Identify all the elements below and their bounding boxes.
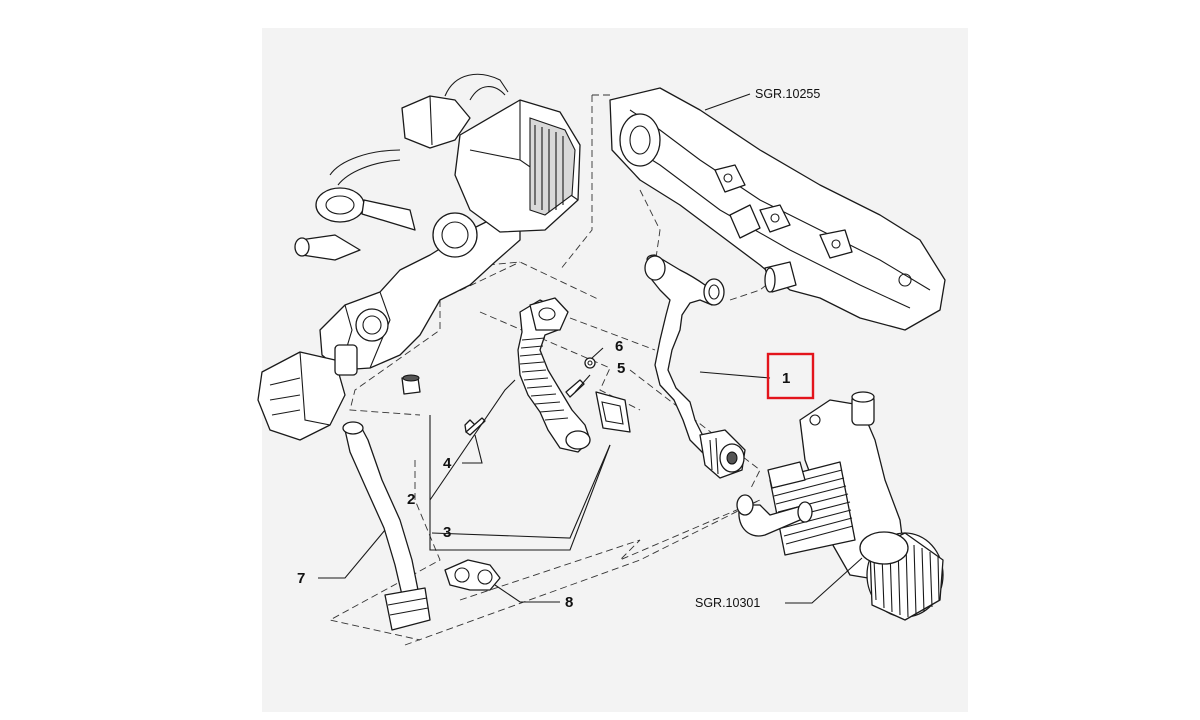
part-4-bolt — [464, 417, 486, 436]
callout-5: 5 — [617, 360, 625, 377]
part-8-clip — [444, 559, 501, 591]
callout-3: 3 — [443, 524, 451, 541]
egr-module-assembly — [257, 73, 581, 441]
callout-labels: 1 2 3 4 5 6 7 8 SGR.10255 SGR.10301 — [297, 87, 820, 611]
highlight-box-callout-1 — [766, 352, 815, 400]
callout-1: 1 — [782, 370, 790, 387]
intake-manifold — [609, 87, 946, 331]
callout-8: 8 — [565, 594, 573, 611]
callout-7: 7 — [297, 570, 305, 587]
leader-lines — [318, 93, 863, 604]
reference-lower: SGR.10301 — [695, 596, 760, 610]
reference-upper: SGR.10255 — [755, 87, 820, 101]
callout-4: 4 — [443, 455, 452, 472]
part-6-nut — [584, 357, 596, 369]
part-7-hose — [342, 421, 431, 631]
part-5-stud — [565, 379, 585, 398]
callout-6: 6 — [615, 338, 623, 355]
part-3-gasket — [595, 391, 631, 433]
part-2-egr-pipe — [517, 297, 591, 453]
oil-cooler-filter — [736, 391, 944, 621]
callout-2: 2 — [407, 491, 415, 508]
part-1-coolant-hose — [644, 254, 746, 479]
